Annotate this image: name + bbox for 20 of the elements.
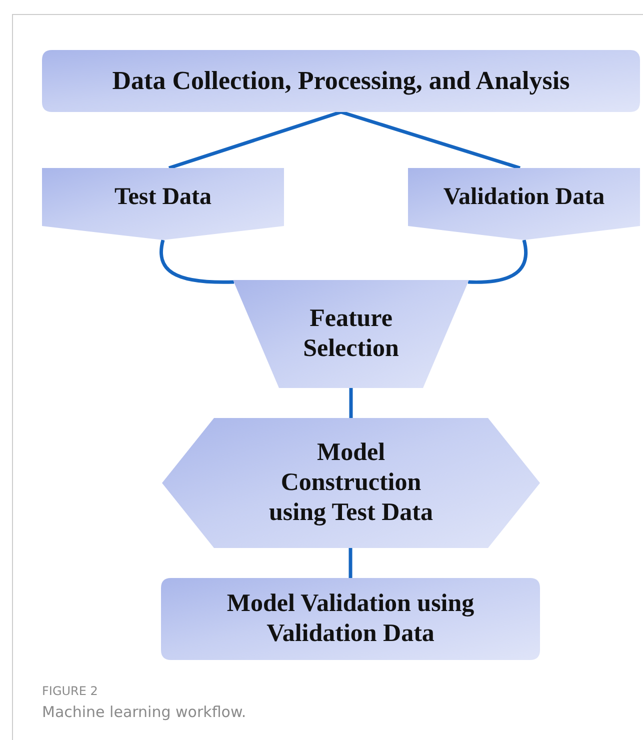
connector-line	[168, 110, 342, 170]
connector-line	[468, 240, 528, 284]
figure-number: FIGURE 2	[42, 684, 98, 698]
node-label: Data Collection, Processing, and Analysis	[112, 65, 570, 97]
node-label: Model Validation using Validation Data	[226, 589, 476, 649]
funnel-shape	[233, 280, 469, 388]
node-label: Feature Selection	[302, 304, 400, 364]
connector-line	[349, 388, 353, 418]
figure-caption: Machine learning workflow.	[42, 703, 246, 721]
node-label: Validation Data	[443, 182, 605, 212]
data-banner	[408, 168, 640, 240]
node-label: Test Data	[114, 182, 212, 212]
process-hexagon	[162, 418, 540, 548]
connector-line	[348, 548, 352, 578]
data-banner	[42, 168, 284, 240]
process-box	[161, 578, 540, 660]
process-box	[42, 50, 640, 112]
connector-line	[340, 110, 521, 170]
node-label: Model Construction using Test Data	[268, 438, 434, 528]
connector-line	[160, 240, 234, 284]
